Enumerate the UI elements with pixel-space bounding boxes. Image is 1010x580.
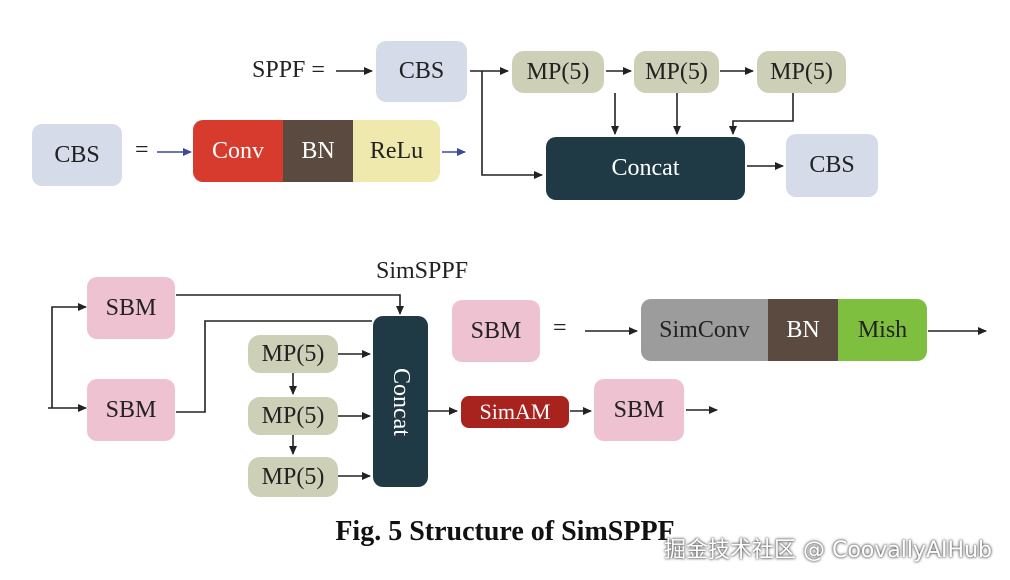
simsppf-sbm-block-2: SBM bbox=[87, 379, 175, 441]
simsppf-sbm-output-block: SBM bbox=[594, 379, 684, 441]
sppf-mp-block-2: MP(5) bbox=[634, 51, 719, 93]
simsppf-sbm-block-1: SBM bbox=[87, 277, 175, 339]
simsppf-concat-block: Concat bbox=[373, 316, 428, 487]
sppf-concat-block: Concat bbox=[546, 137, 745, 200]
arrow-mp3-to-concat bbox=[729, 93, 794, 135]
sppf-mp-block-1: MP(5) bbox=[512, 51, 604, 93]
conv-block: Conv bbox=[193, 120, 283, 182]
sppf-cbs-input-block: CBS bbox=[376, 41, 467, 102]
figure-caption: Fig. 5 Structure of SimSPPF bbox=[335, 516, 675, 547]
simsppf-concat-label: Concat bbox=[388, 367, 414, 436]
sbm-definition-block: SBM bbox=[452, 300, 540, 362]
cbs-definition-block: CBS bbox=[32, 124, 122, 186]
sppf-cbs-output-block: CBS bbox=[786, 134, 878, 197]
arrow-sbm1-to-concat bbox=[176, 294, 404, 315]
simsppf-mp-block-3: MP(5) bbox=[248, 457, 338, 497]
simsppf-mp-block-1: MP(5) bbox=[248, 335, 338, 373]
relu-block: ReLu bbox=[353, 120, 440, 182]
simsppf-label: SimSPPF bbox=[376, 258, 469, 284]
watermark: 掘金技术社区 @ CoovallyAIHub bbox=[663, 538, 992, 563]
simam-block: SimAM bbox=[461, 396, 569, 428]
simconv-block: SimConv bbox=[641, 299, 768, 361]
bn-block: BN bbox=[283, 120, 353, 182]
cbs-equals-sign: = bbox=[135, 137, 149, 163]
bn-block-2: BN bbox=[768, 299, 838, 361]
sbm-equals-sign: = bbox=[553, 315, 567, 341]
sppf-mp-block-3: MP(5) bbox=[757, 51, 846, 93]
arrow-cbs-skip-to-concat bbox=[481, 71, 543, 179]
mish-block: Mish bbox=[838, 299, 927, 361]
simsppf-mp-block-2: MP(5) bbox=[248, 397, 338, 435]
arrow-sbm2-to-concat bbox=[176, 320, 372, 413]
arrow-input-to-sbm1 bbox=[51, 303, 87, 408]
sppf-label: SPPF = bbox=[252, 57, 325, 83]
